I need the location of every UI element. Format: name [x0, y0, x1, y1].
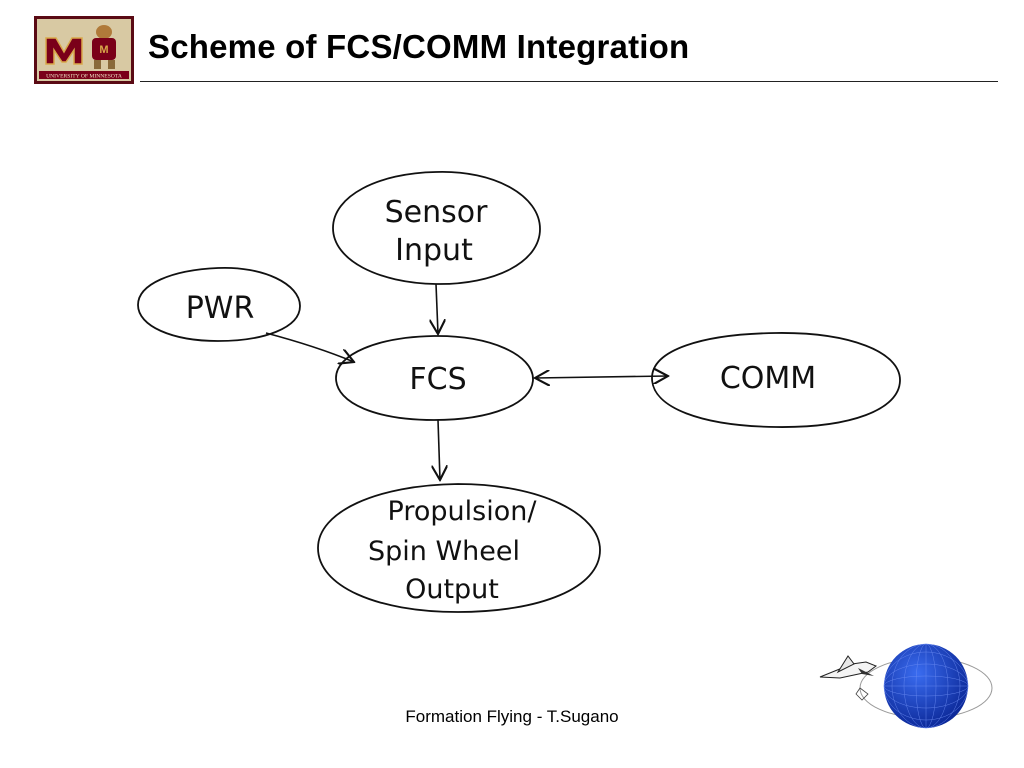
node-label: FCS [409, 362, 466, 397]
node-propulsion-output: Propulsion/ Spin Wheel Output [317, 483, 601, 613]
slide-title: Scheme of FCS/COMM Integration [148, 28, 690, 65]
space-shuttle-globe-icon [819, 643, 993, 729]
node-comm: COMM [651, 332, 901, 428]
edge-sensor-to-fcs [436, 283, 438, 334]
svg-text:UNIVERSITY OF MINNESOTA: UNIVERSITY OF MINNESOTA [46, 74, 122, 80]
node-label: Input [395, 233, 473, 268]
edge-fcs-to-output [438, 419, 440, 480]
node-label: COMM [720, 361, 816, 396]
node-label: Propulsion/ [388, 496, 538, 527]
node-label: Sensor [385, 195, 488, 230]
node-label: PWR [186, 291, 255, 326]
node-label: Output [405, 574, 499, 605]
edge-fcs-comm [535, 376, 668, 378]
title-divider [140, 81, 998, 82]
node-pwr: PWR [137, 267, 301, 342]
node-label: Spin Wheel [368, 536, 520, 567]
slide-footer: Formation Flying - T.Sugano [405, 707, 619, 726]
node-sensor-input: Sensor Input [332, 171, 541, 285]
university-of-minnesota-logo: M UNIVERSITY OF MINNESOTA [34, 16, 134, 84]
node-fcs: FCS [335, 335, 534, 421]
edge-pwr-to-fcs [265, 332, 354, 362]
svg-text:M: M [99, 44, 108, 56]
